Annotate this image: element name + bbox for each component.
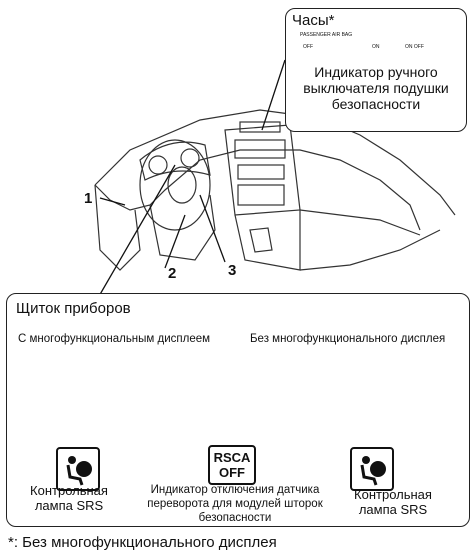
- panel-title: Щиток приборов: [16, 300, 131, 317]
- rsca-bottom: OFF: [219, 465, 245, 480]
- footnote: *: Без многофункционального дисплея: [8, 534, 277, 551]
- manual-switch-indicator-label: Индикатор ручного выключателя подушки бе…: [303, 64, 449, 112]
- clock-outline: [239, 121, 281, 133]
- srs-right-label: Контрольная лампа SRS: [354, 487, 432, 517]
- mini-indicator-on-off: ON OFF: [405, 44, 424, 50]
- left-cluster-subtitle: С многофункциональным дисплеем: [18, 333, 211, 345]
- airbag-icon: [360, 456, 386, 486]
- right-cluster-subtitle: Без многофункционального дисплея: [250, 333, 446, 345]
- srs-left-label: Контрольная лампа SRS: [30, 483, 108, 513]
- label-number-2: 2: [168, 265, 177, 282]
- srs-left-lamp: [56, 447, 100, 491]
- mini-indicator-off: OFF: [303, 44, 313, 50]
- airbag-icon: [66, 456, 92, 486]
- mini-indicator-passenger-text: PASSENGER AIR BAG: [300, 32, 353, 38]
- clock-callout: [285, 8, 467, 132]
- srs-right-lamp: [350, 447, 394, 491]
- rsca-off-indicator: RSCA OFF: [208, 445, 256, 485]
- steering-wheel: [139, 139, 211, 231]
- clock-title: Часы*: [292, 12, 335, 29]
- label-number-1: 1: [84, 190, 93, 207]
- rsca-top: RSCA: [213, 450, 251, 465]
- mini-indicator-on: ON: [372, 44, 380, 50]
- label-number-3: 3: [228, 262, 237, 279]
- center-console: [224, 124, 301, 216]
- rsca-caption: Индикатор отключения датчика переворота …: [147, 484, 323, 524]
